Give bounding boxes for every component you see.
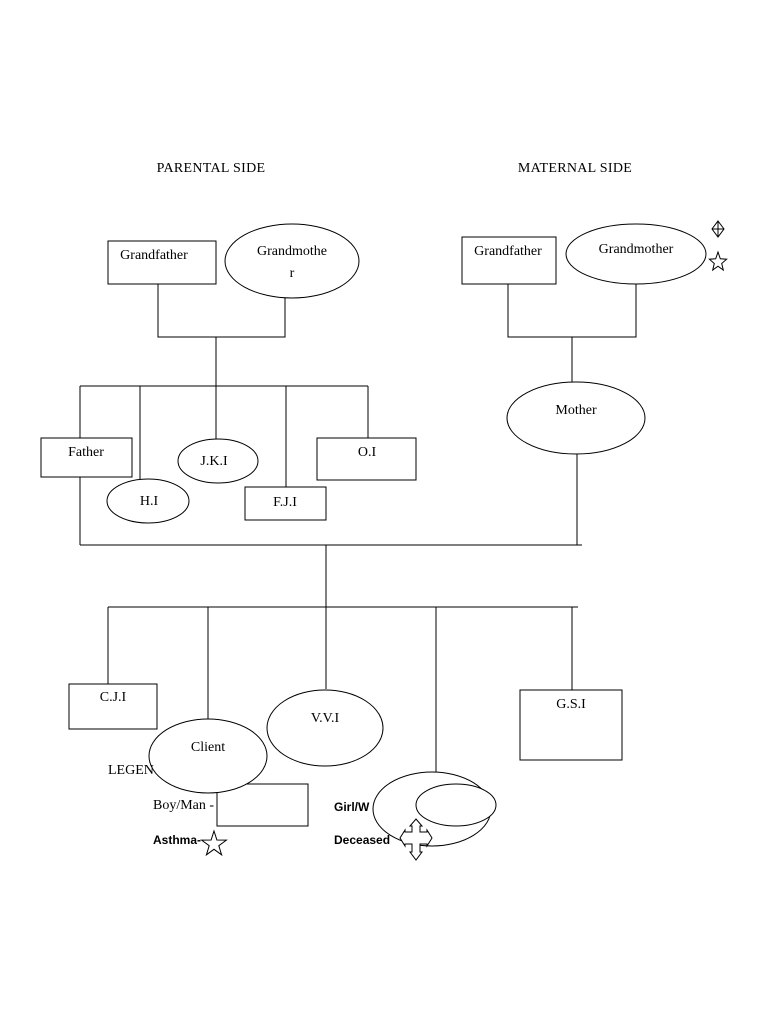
paternal-grandmother-label-line2: r bbox=[289, 266, 295, 281]
vvi-ellipse bbox=[266, 689, 384, 767]
hi-label: H.I bbox=[139, 494, 159, 509]
jki-label: J.K.I bbox=[200, 454, 228, 469]
maternal-grandmother-label: Grandmother bbox=[598, 242, 674, 257]
hi-ellipse bbox=[106, 478, 190, 524]
legend-deceased-icon bbox=[399, 818, 433, 861]
mother-ellipse bbox=[506, 381, 646, 455]
paternal-grandfather-label: Grandfather bbox=[120, 248, 188, 263]
cji-label: C.J.I bbox=[99, 690, 127, 705]
fji-box bbox=[244, 486, 327, 521]
paternal-grandmother-ellipse bbox=[224, 223, 360, 299]
asthma-star-icon-maternal-grandmother bbox=[708, 250, 728, 272]
oi-box bbox=[316, 437, 417, 481]
legend-boy-box bbox=[216, 783, 309, 827]
cji-box bbox=[68, 683, 158, 730]
paternal-grandmother-label-line1: Grandmothe bbox=[257, 244, 327, 259]
deceased-icon-maternal-grandmother bbox=[711, 220, 725, 238]
paternal-couple-line bbox=[157, 284, 286, 338]
legend-deceased-label: Deceased bbox=[334, 833, 391, 847]
paternal-grandfather-box bbox=[107, 240, 217, 285]
jki-ellipse bbox=[177, 438, 259, 484]
gsi-box bbox=[519, 689, 623, 761]
father-box bbox=[40, 437, 133, 478]
legend-asthma-star-icon bbox=[200, 829, 228, 857]
maternal-grandfather-label: Grandfather bbox=[474, 244, 542, 259]
mother-label: Mother bbox=[555, 403, 597, 418]
legend-girl-ellipse-inner bbox=[415, 783, 497, 827]
maternal-couple-line bbox=[507, 284, 637, 338]
legend-boy-label: Boy/Man - bbox=[153, 798, 215, 813]
fji-label: F.J.I bbox=[273, 495, 297, 510]
client-label: Client bbox=[190, 740, 226, 755]
legend-title: LEGEN bbox=[108, 763, 154, 778]
paternal-side-header: PARENTAL SIDE bbox=[156, 161, 266, 176]
vvi-label: V.V.I bbox=[310, 711, 340, 726]
client-ellipse bbox=[148, 718, 268, 794]
oi-label: O.I bbox=[357, 445, 377, 460]
gsi-label: G.S.I bbox=[556, 697, 586, 712]
maternal-side-header: MATERNAL SIDE bbox=[517, 161, 633, 176]
father-label: Father bbox=[68, 445, 104, 460]
legend-asthma-label: Asthma- bbox=[153, 833, 202, 847]
legend-girl-label: Girl/W bbox=[334, 800, 370, 814]
maternal-grandfather-box bbox=[461, 236, 557, 285]
